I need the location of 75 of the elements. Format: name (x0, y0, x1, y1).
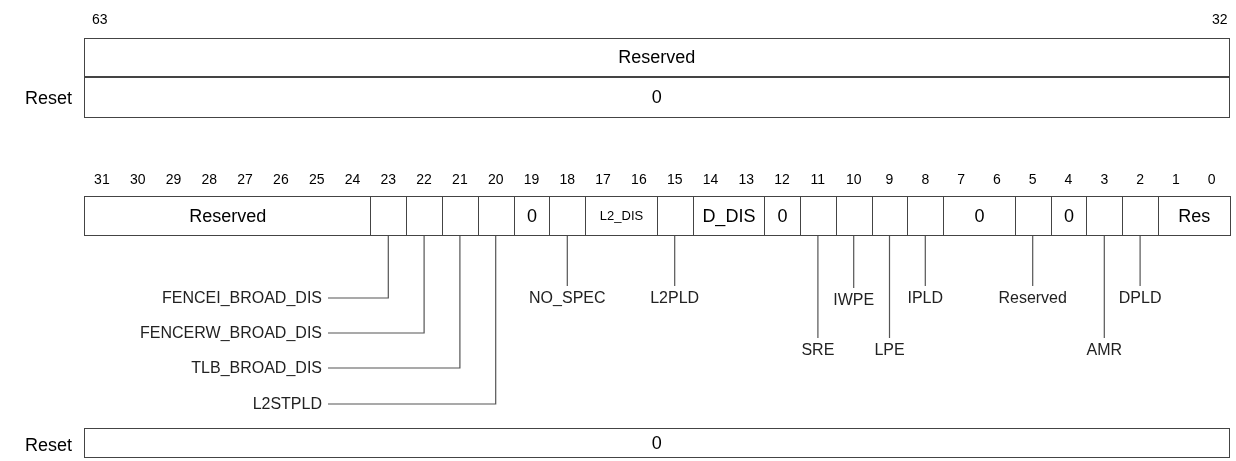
bit-number: 6 (992, 170, 1002, 188)
leader-line (1139, 235, 1141, 287)
field-name: TLB_BROAD_DIS (191, 358, 322, 378)
field-name: FENCERW_BROAD_DIS (140, 323, 322, 343)
bit-number: 30 (128, 170, 147, 188)
bit-number: 25 (307, 170, 326, 188)
bit-number: 9 (884, 170, 895, 188)
bit-field (835, 196, 873, 236)
bit-field (1086, 196, 1124, 236)
bit-number: 10 (844, 170, 863, 188)
bit-number: 3 (1099, 170, 1110, 188)
leader-line (566, 235, 568, 287)
row-label: Reset (24, 87, 72, 109)
bit-field (406, 196, 443, 236)
bit-field (907, 196, 945, 236)
leader-line (888, 235, 891, 339)
leader-line (327, 235, 497, 405)
bit-number: 63 (92, 10, 108, 28)
bit-field (1014, 196, 1052, 236)
register-field: Reserved (84, 38, 1230, 77)
bit-number: 7 (956, 170, 966, 188)
leader-line (853, 235, 855, 289)
bit-number: 21 (451, 170, 469, 188)
bit-number: 1 (1171, 170, 1181, 188)
bit-number: 23 (379, 170, 398, 188)
bit-number: 12 (773, 170, 791, 188)
register-field: 0 (764, 196, 801, 236)
leader-line (674, 235, 676, 287)
register-field: 0 (84, 77, 1230, 118)
bit-number: 16 (630, 170, 648, 188)
bit-number: 14 (701, 170, 720, 188)
bit-number: 24 (343, 170, 362, 188)
leader-line (327, 235, 389, 299)
bit-number: 13 (737, 170, 756, 188)
bit-field (656, 196, 694, 236)
register-field: Res (1158, 196, 1231, 236)
bit-field (442, 196, 479, 236)
bit-number: 2 (1135, 170, 1145, 188)
bit-number: 27 (236, 170, 254, 188)
bit-number: 5 (1027, 170, 1038, 188)
bit-number: 11 (809, 170, 827, 188)
bit-field (370, 196, 408, 236)
register-field: 0 (84, 428, 1230, 458)
bit-field (477, 196, 515, 236)
bit-number: 8 (920, 170, 931, 188)
register-field: L2_DIS (585, 196, 658, 236)
bit-number: 20 (486, 170, 505, 188)
register-field: 0 (943, 196, 1016, 236)
bit-number: 15 (665, 170, 684, 188)
bit-number: 32 (1212, 10, 1228, 28)
bit-field (800, 196, 837, 236)
leader-line (327, 235, 461, 369)
leader-line (817, 235, 819, 339)
field-name: AMR (1044, 340, 1165, 360)
bit-number: 19 (522, 170, 541, 188)
bit-number: 31 (93, 170, 111, 188)
bit-field (549, 196, 587, 236)
register-field: Reserved (84, 196, 372, 236)
bit-number: 28 (200, 170, 219, 188)
bit-number: 22 (415, 170, 433, 188)
field-name: L2STPLD (252, 394, 322, 414)
bit-number: 29 (164, 170, 183, 188)
bit-field (1122, 196, 1159, 236)
bit-number: 0 (1206, 170, 1217, 188)
bit-number: 26 (272, 170, 290, 188)
field-name: FENCEI_BROAD_DIS (161, 288, 322, 308)
bit-number: 18 (558, 170, 577, 188)
leader-line (1103, 235, 1105, 339)
leader-line (1032, 235, 1034, 287)
leader-line (924, 235, 926, 287)
leader-line (327, 235, 425, 334)
row-label: Reset (24, 434, 72, 456)
bit-number: 4 (1063, 170, 1074, 188)
bit-number: 17 (594, 170, 612, 188)
register-field: D_DIS (692, 196, 766, 236)
